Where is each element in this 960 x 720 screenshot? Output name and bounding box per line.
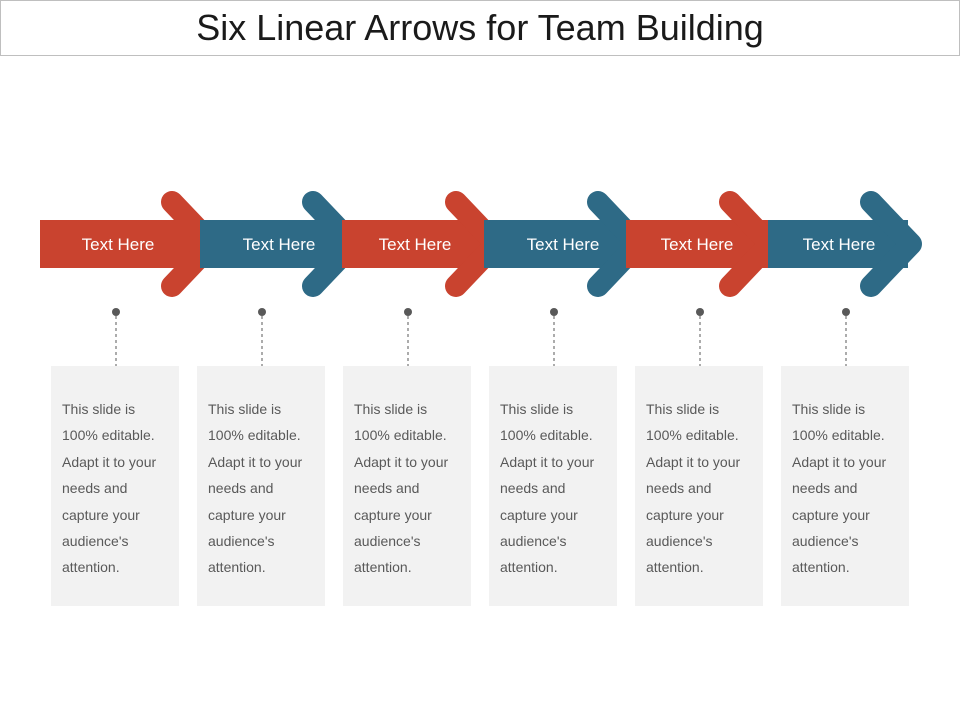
- arrow-step-6: Text Here: [768, 191, 922, 297]
- arrow-body-2: [200, 220, 342, 268]
- description-text-5: This slide is 100% editable. Adapt it to…: [646, 401, 741, 576]
- arrow-label-6: Text Here: [803, 235, 876, 254]
- arrow-head-6: [860, 191, 922, 297]
- description-box-1: This slide is 100% editable. Adapt it to…: [51, 366, 179, 606]
- arrow-step-2: Text Here: [200, 191, 364, 297]
- connector-3: [404, 308, 412, 366]
- description-box-3: This slide is 100% editable. Adapt it to…: [343, 366, 471, 606]
- arrow-step-3: Text Here: [342, 191, 507, 297]
- connector-4: [550, 308, 558, 366]
- slide-title: Six Linear Arrows for Team Building: [196, 7, 764, 48]
- arrow-step-5: Text Here: [626, 191, 781, 297]
- connector-2: [258, 308, 266, 366]
- description-box-4: This slide is 100% editable. Adapt it to…: [489, 366, 617, 606]
- arrow-step-4: Text Here: [484, 191, 649, 297]
- description-box-5: This slide is 100% editable. Adapt it to…: [635, 366, 763, 606]
- connector-dot-6: [842, 308, 850, 316]
- connector-1: [112, 308, 120, 366]
- description-box-6: This slide is 100% editable. Adapt it to…: [781, 366, 909, 606]
- connector-dot-3: [404, 308, 412, 316]
- connector-dot-2: [258, 308, 266, 316]
- arrow-label-5: Text Here: [661, 235, 734, 254]
- connector-dot-4: [550, 308, 558, 316]
- arrow-label-2: Text Here: [243, 235, 316, 254]
- connector-dot-1: [112, 308, 120, 316]
- description-text-2: This slide is 100% editable. Adapt it to…: [208, 401, 303, 576]
- title-bar: Six Linear Arrows for Team Building: [0, 0, 960, 56]
- arrow-body-4: [484, 220, 626, 268]
- arrow-step-1: Text Here: [40, 191, 223, 297]
- connector-6: [842, 308, 850, 366]
- arrow-label-4: Text Here: [527, 235, 600, 254]
- arrow-label-3: Text Here: [379, 235, 452, 254]
- description-text-4: This slide is 100% editable. Adapt it to…: [500, 401, 595, 576]
- arrow-label-1: Text Here: [82, 235, 155, 254]
- connector-5: [696, 308, 704, 366]
- description-text-1: This slide is 100% editable. Adapt it to…: [62, 401, 157, 576]
- description-text-6: This slide is 100% editable. Adapt it to…: [792, 401, 887, 576]
- description-text-3: This slide is 100% editable. Adapt it to…: [354, 401, 449, 576]
- arrow-body-1: [40, 220, 200, 268]
- arrow-body-3: [342, 220, 484, 268]
- connector-dot-5: [696, 308, 704, 316]
- description-box-2: This slide is 100% editable. Adapt it to…: [197, 366, 325, 606]
